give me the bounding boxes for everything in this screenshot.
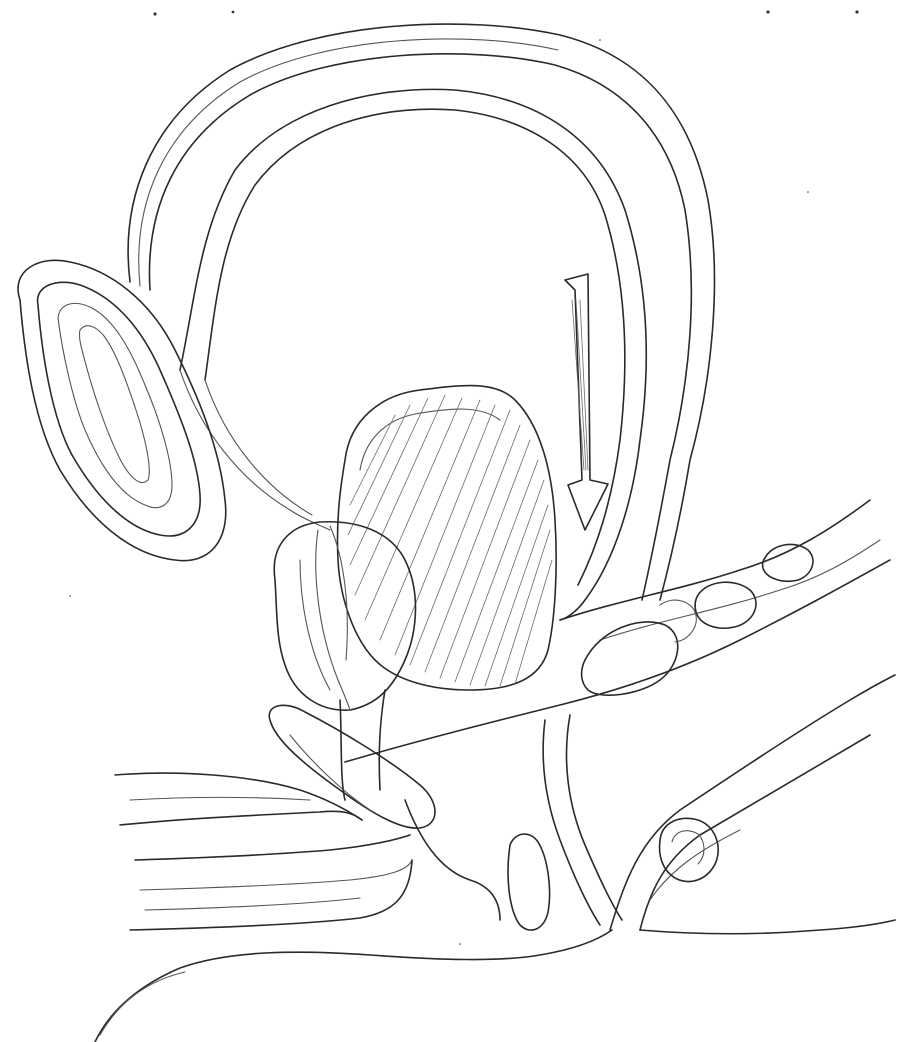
outer-arch bbox=[128, 24, 714, 600]
hatch-lines bbox=[348, 395, 552, 686]
lower-right bbox=[610, 675, 895, 934]
left-coil bbox=[18, 260, 226, 560]
hatched-mass bbox=[337, 386, 556, 690]
bottom-arc bbox=[95, 930, 612, 1042]
inner-chamber bbox=[180, 89, 646, 620]
tilted-ellipse bbox=[269, 705, 435, 828]
bulb-lobe bbox=[274, 522, 415, 710]
arrow-pointer bbox=[565, 274, 608, 530]
lower-central bbox=[405, 715, 622, 930]
lower-left-lines bbox=[115, 773, 412, 930]
